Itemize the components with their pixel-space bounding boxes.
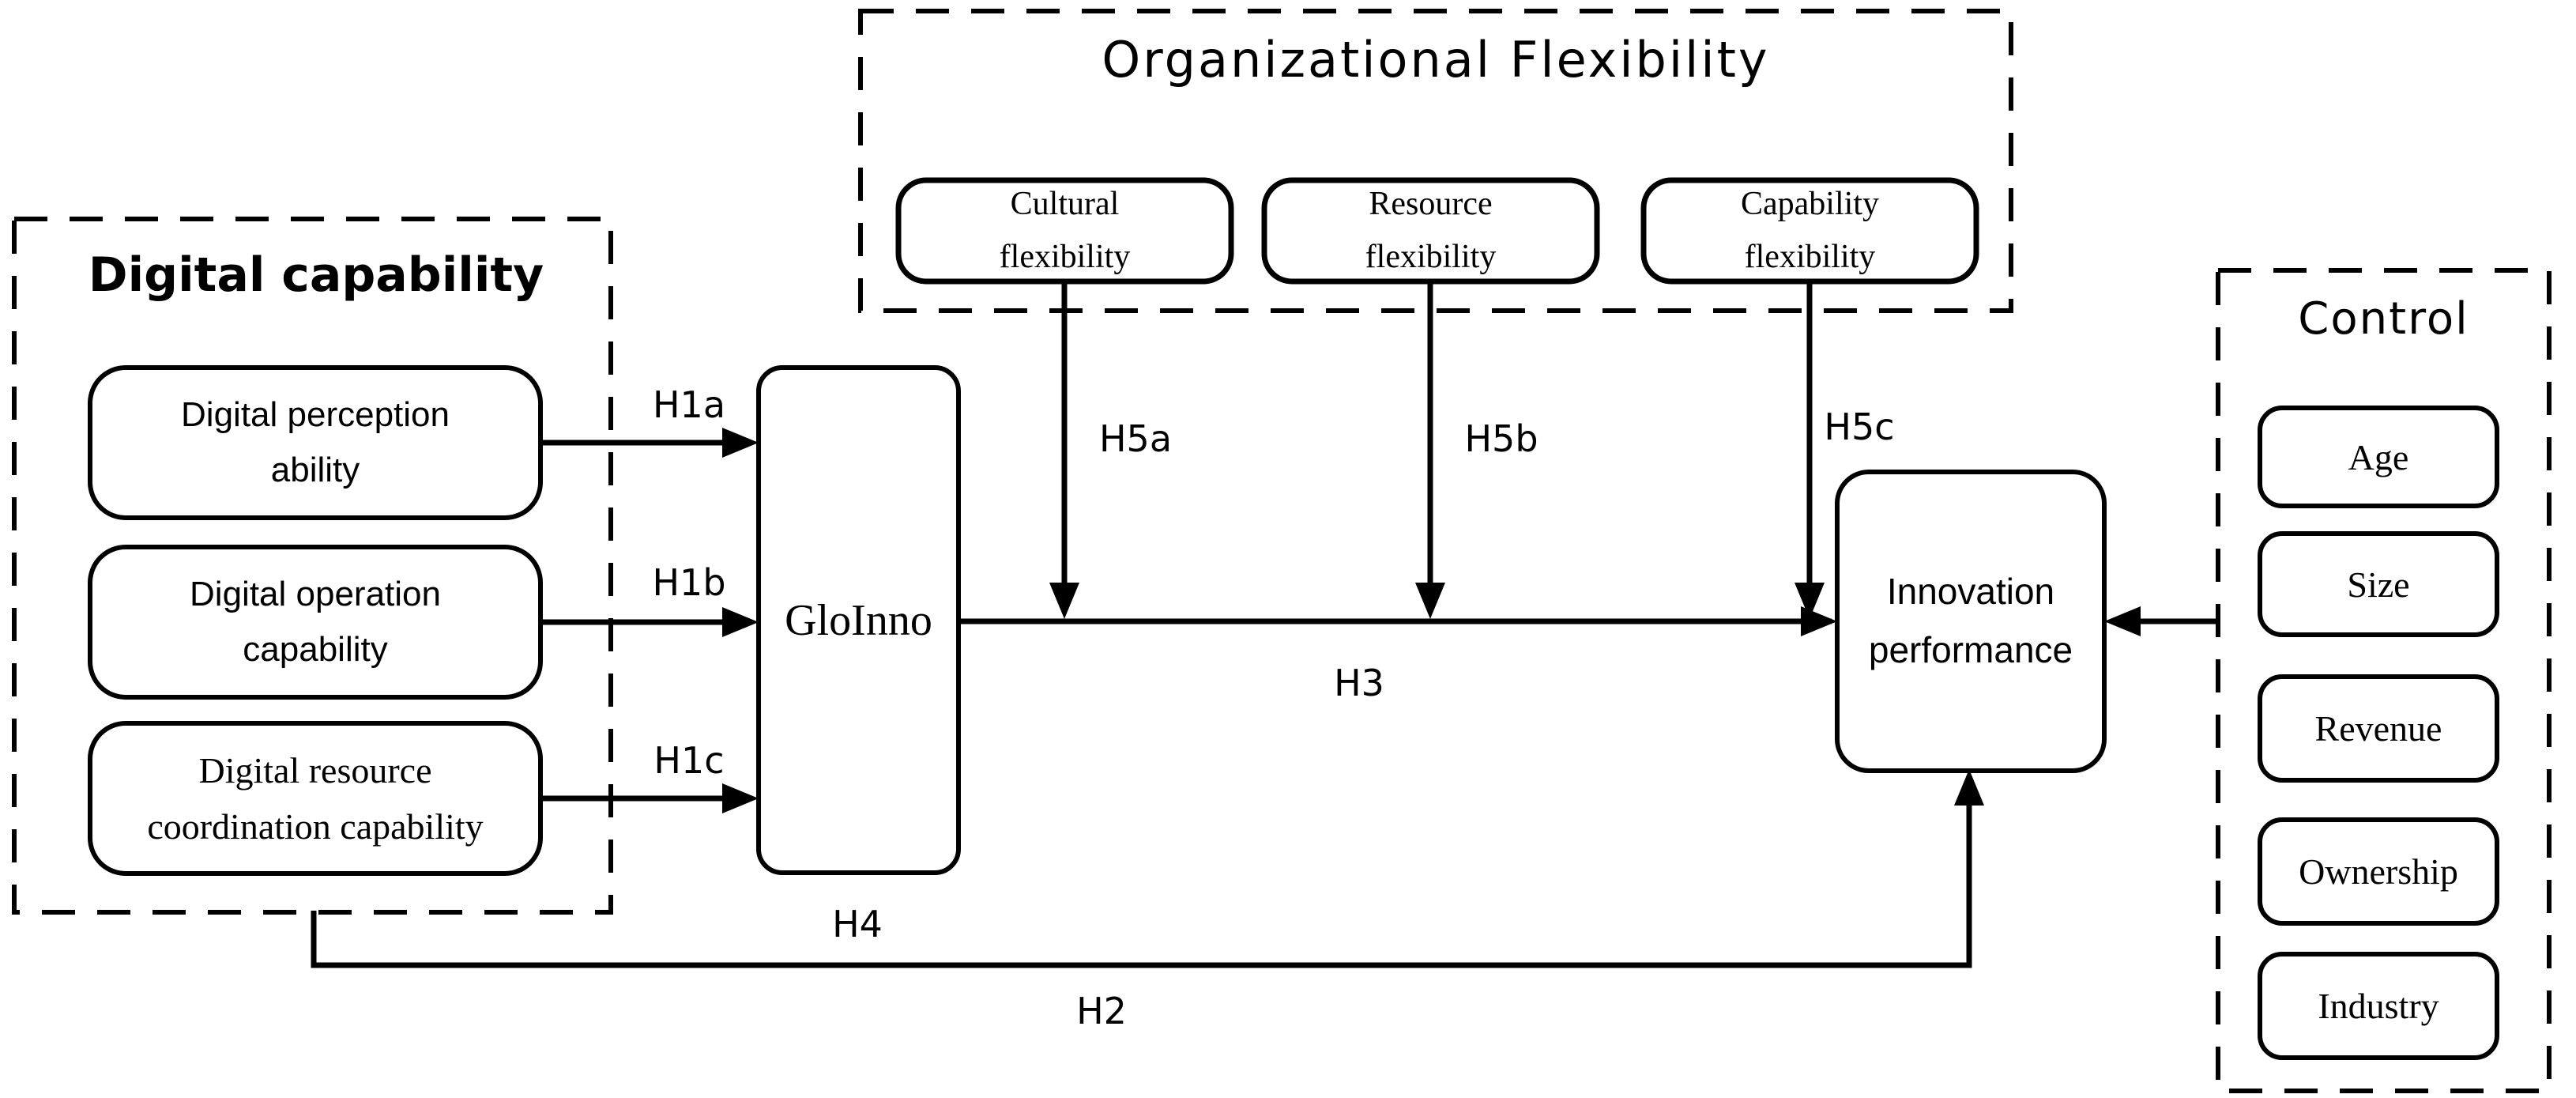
control-arrowhead (2104, 606, 2141, 636)
h5c-arrowhead (1795, 583, 1825, 619)
h2-label: H2 (1076, 990, 1127, 1032)
control-age-label: Age (2348, 436, 2409, 477)
control-revenue-box-outline (2258, 674, 2499, 783)
resource-flexibility-label: Resource flexibility (1365, 185, 1497, 275)
control-industry-label: Industry (2318, 986, 2439, 1026)
h2-arrowhead (1954, 769, 1984, 806)
digital-operation-box-outline (88, 545, 543, 700)
digital-capability-group-outline (12, 217, 613, 915)
h1a-arrowhead (722, 428, 759, 458)
h3-label: H3 (1334, 662, 1384, 704)
digital-perception-box-outline (88, 365, 543, 520)
control-group-outline (2216, 268, 2552, 1093)
control-ownership-box-outline (2258, 817, 2499, 926)
organizational-flexibility-group-title: Organizational Flexibility (1102, 31, 1770, 89)
control-ownership-label: Ownership (2299, 851, 2458, 892)
gloinno-label: GloInno (785, 595, 932, 645)
h5b-arrowhead (1415, 583, 1445, 619)
gloinno-box-outline (756, 365, 961, 875)
innovation-performance-label: Innovation performance (1868, 571, 2073, 670)
digital-perception-label: Digital perception ability (181, 394, 450, 489)
control-industry-box-outline (2258, 952, 2499, 1060)
h1b-arrowhead (722, 607, 759, 637)
control-size-label: Size (2347, 564, 2410, 605)
h5a-arrowhead (1049, 583, 1079, 619)
control-age-box-outline (2258, 406, 2499, 508)
organizational-flexibility-group-outline (858, 9, 2013, 313)
digital-capability-group-title: Digital capability (88, 247, 544, 303)
h1c-arrowhead (722, 783, 759, 813)
h4-label: H4 (832, 903, 883, 945)
resource-flexibility-box-outline (1261, 177, 1600, 285)
h1a-label: H1a (652, 383, 726, 426)
digital-operation-label: Digital operation capability (190, 574, 441, 669)
digital-resource-label: Digital resource coordination capability (147, 749, 484, 847)
h2-arrow-line (311, 779, 1972, 968)
control-revenue-label: Revenue (2314, 708, 2442, 749)
h5a-label: H5a (1098, 417, 1173, 460)
h1c-label: H1c (653, 739, 725, 782)
cultural-flexibility-label: Cultural flexibility (999, 185, 1131, 275)
control-group-title: Control (2298, 292, 2469, 345)
digital-resource-box-outline (88, 721, 543, 876)
innovation-performance-box-outline (1835, 470, 2107, 773)
control-size-box-outline (2258, 531, 2499, 637)
h1b-label: H1b (652, 561, 726, 604)
capability-flexibility-label: Capability flexibility (1741, 185, 1879, 275)
capability-flexibility-box-outline (1640, 177, 1979, 285)
cultural-flexibility-box-outline (895, 177, 1234, 285)
h5b-label: H5b (1464, 417, 1538, 460)
h5c-label: H5c (1824, 406, 1895, 448)
